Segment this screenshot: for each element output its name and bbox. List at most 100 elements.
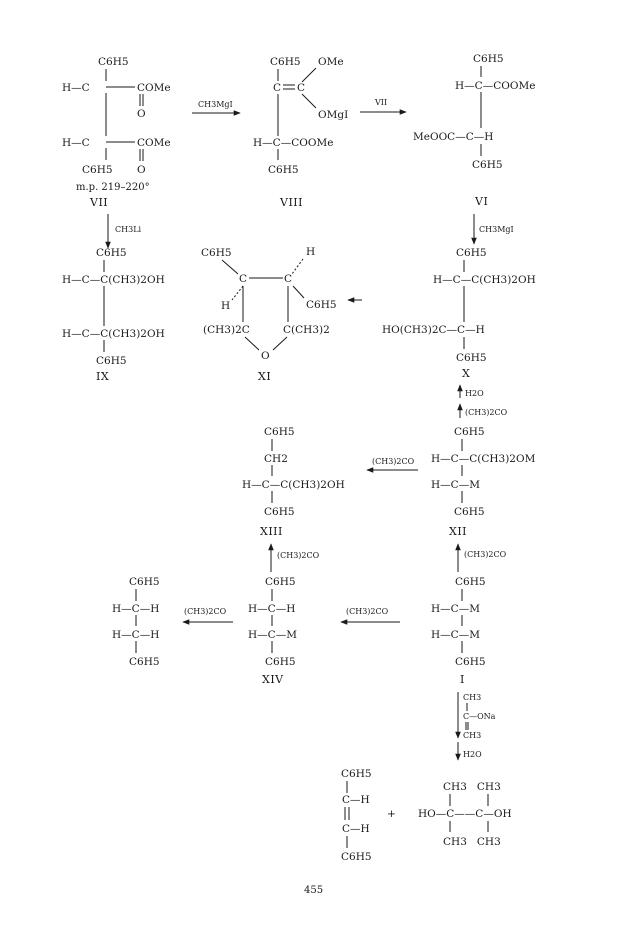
compound-bibenzyl: C6H5 H—C—H H—C—H C6H5 xyxy=(112,576,160,668)
stilbene-bottom-phenyl: C6H5 xyxy=(341,851,372,863)
vi-top-phenyl: C6H5 xyxy=(473,53,504,65)
ix-label: IX xyxy=(96,370,109,383)
xi-cme2-right: C(CH3)2 xyxy=(283,324,330,336)
xi-top-left-phenyl: C6H5 xyxy=(201,247,232,259)
xi-cme2-left: (CH3)2C xyxy=(203,324,250,336)
xi-label: XI xyxy=(258,370,271,383)
reagent-h2o-2: H2O xyxy=(463,750,482,759)
xii-bottom-phenyl: C6H5 xyxy=(454,506,485,518)
viii-bottom-phenyl: C6H5 xyxy=(268,164,299,176)
compound-xi: C6H5 H C C H C6H5 (CH3)2C C(CH3)2 O XI xyxy=(201,246,337,383)
x-row2: HO(CH3)2C—C—H xyxy=(382,324,485,336)
stilbene-row2: C—H xyxy=(342,823,370,835)
compound-x: C6H5 H—C—C(CH3)2OH HO(CH3)2C—C—H C6H5 X xyxy=(382,247,536,380)
reagent-ch3li: CH3Li xyxy=(115,225,142,234)
compound-vii: C6H5 H—C COMe O H—C COMe O C6H5 m.p. 219… xyxy=(62,56,171,209)
reagent-acetone-6: (CH3)2CO xyxy=(346,607,389,616)
vii-row2-left: H—C xyxy=(62,137,90,149)
vii-bottom-phenyl: C6H5 xyxy=(82,164,113,176)
viii-ome: OMe xyxy=(318,56,344,68)
vii-row1-left: H—C xyxy=(62,82,90,94)
ix-top-phenyl: C6H5 xyxy=(96,247,127,259)
xi-c1: C xyxy=(239,273,247,285)
xii-row2: H—C—M xyxy=(431,479,480,491)
ix-bottom-phenyl: C6H5 xyxy=(96,355,127,367)
i-label: I xyxy=(460,673,465,686)
xiii-ch2: CH2 xyxy=(264,453,288,465)
compound-viii: C6H5 OMe C C OMgI H—C—COOMe C6H5 VIII xyxy=(253,56,348,209)
reagent-acetone-4: (CH3)2CO xyxy=(464,550,507,559)
reagent-acetone-5: (CH3)2CO xyxy=(184,607,227,616)
bibenzyl-row1: H—C—H xyxy=(112,603,159,615)
pinacol-row: HO—C——C—OH xyxy=(418,808,512,820)
stilbene-row1: C—H xyxy=(342,794,370,806)
x-row1: H—C—C(CH3)2OH xyxy=(433,274,536,286)
reagent-acetone-3: (CH3)2CO xyxy=(277,551,320,560)
reagent-enolate-ch3-top: CH3 xyxy=(463,693,481,702)
xi-c2: C xyxy=(284,273,292,285)
reagent-ch3mgi-1: CH3MgI xyxy=(198,100,233,109)
compound-stilbene: C6H5 C—H C—H C6H5 xyxy=(341,768,372,863)
vi-row2: MeOOC—C—H xyxy=(413,131,493,143)
reagent-vii: VII xyxy=(374,98,387,107)
reagent-enolate-ch3-bottom: CH3 xyxy=(463,731,481,740)
reagent-enolate-cona: C—ONa xyxy=(463,712,496,721)
viii-ring-c2: C xyxy=(297,82,305,94)
viii-omgi: OMgI xyxy=(318,109,348,121)
vi-label: VI xyxy=(474,195,488,208)
xii-row1: H—C—C(CH3)2OM xyxy=(431,453,536,465)
x-bottom-phenyl: C6H5 xyxy=(456,352,487,364)
xiv-top-phenyl: C6H5 xyxy=(265,576,296,588)
xii-top-phenyl: C6H5 xyxy=(454,426,485,438)
compound-xii: C6H5 H—C—C(CH3)2OM H—C—M C6H5 XII xyxy=(431,426,536,538)
xi-h2: H xyxy=(221,300,230,312)
reagent-acetone-1: (CH3)2CO xyxy=(465,408,508,417)
i-bottom-phenyl: C6H5 xyxy=(455,656,486,668)
xiv-row2: H—C—M xyxy=(248,629,297,641)
viii-top-phenyl: C6H5 xyxy=(270,56,301,68)
compound-vi: C6H5 H—C—COOMe MeOOC—C—H C6H5 VI xyxy=(413,53,535,208)
pinacol-bottom-methyls: CH3 CH3 xyxy=(443,836,501,848)
bibenzyl-top-phenyl: C6H5 xyxy=(129,576,160,588)
x-top-phenyl: C6H5 xyxy=(456,247,487,259)
xiv-row1: H—C—H xyxy=(248,603,295,615)
xiii-top-phenyl: C6H5 xyxy=(264,426,295,438)
page-number: 455 xyxy=(304,885,323,896)
ix-row1: H—C—C(CH3)2OH xyxy=(62,274,165,286)
xii-label: XII xyxy=(449,525,467,538)
vii-label: VII xyxy=(89,196,108,209)
bibenzyl-row2: H—C—H xyxy=(112,629,159,641)
reagent-acetone-2: (CH3)2CO xyxy=(372,457,415,466)
reagent-h2o-1: H2O xyxy=(465,389,484,398)
vi-bottom-phenyl: C6H5 xyxy=(472,159,503,171)
vii-row2-right: COMe xyxy=(137,137,171,149)
i-row2: H—C—M xyxy=(431,629,480,641)
vii-top-phenyl: C6H5 xyxy=(98,56,129,68)
xi-top-right-h: H xyxy=(306,246,315,258)
vii-row1-oxygen: O xyxy=(137,108,146,120)
ix-row2: H—C—C(CH3)2OH xyxy=(62,328,165,340)
stilbene-top-phenyl: C6H5 xyxy=(341,768,372,780)
vi-row1: H—C—COOMe xyxy=(455,80,535,92)
pinacol-top-methyls: CH3 CH3 xyxy=(443,781,501,793)
compound-ix: C6H5 H—C—C(CH3)2OH H—C—C(CH3)2OH C6H5 IX xyxy=(62,247,165,383)
xiii-row1: H—C—C(CH3)2OH xyxy=(242,479,345,491)
bibenzyl-bottom-phenyl: C6H5 xyxy=(129,656,160,668)
compound-xiv: C6H5 H—C—H H—C—M C6H5 XIV xyxy=(248,576,297,686)
xiv-label: XIV xyxy=(262,673,284,686)
viii-row2: H—C—COOMe xyxy=(253,137,333,149)
compound-pinacol: CH3 CH3 HO—C——C—OH CH3 CH3 xyxy=(418,781,512,848)
xiv-bottom-phenyl: C6H5 xyxy=(265,656,296,668)
xiii-bottom-phenyl: C6H5 xyxy=(264,506,295,518)
vii-row1-right: COMe xyxy=(137,82,171,94)
i-row1: H—C—M xyxy=(431,603,480,615)
xiii-label: XIII xyxy=(260,525,283,538)
viii-ring-c1: C xyxy=(273,82,281,94)
vii-row2-oxygen: O xyxy=(137,164,146,176)
compound-i: C6H5 H—C—M H—C—M C6H5 I xyxy=(431,576,486,686)
i-top-phenyl: C6H5 xyxy=(455,576,486,588)
vii-melting-point: m.p. 219–220° xyxy=(76,182,150,193)
x-label: X xyxy=(462,367,470,380)
xi-phenyl-2: C6H5 xyxy=(306,299,337,311)
